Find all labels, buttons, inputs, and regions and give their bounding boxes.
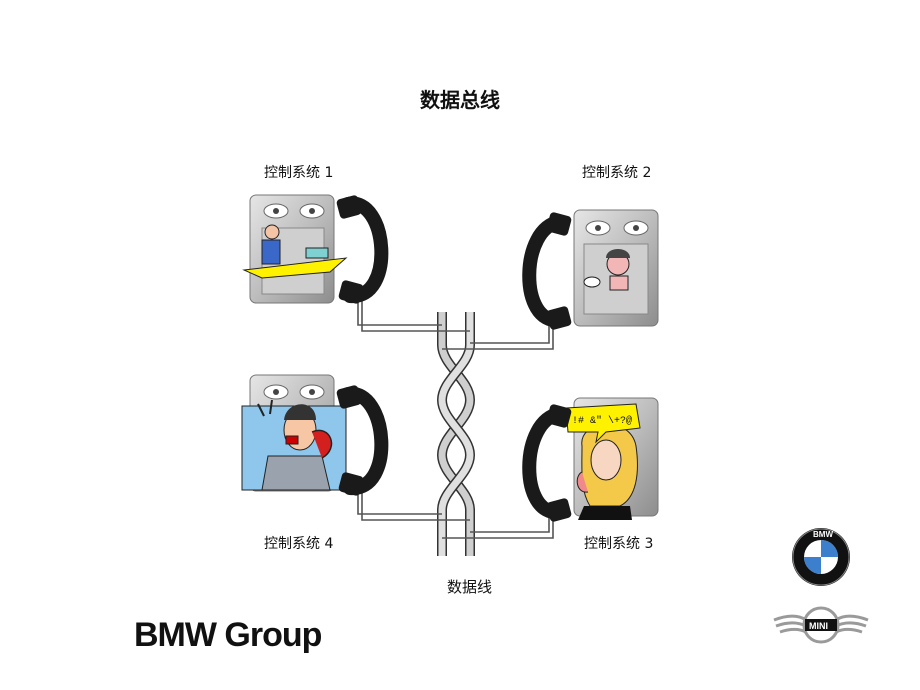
bmw-logo: BMW — [792, 528, 850, 586]
bus-label: 数据线 — [447, 578, 493, 596]
mini-logo-text: MINI — [809, 621, 828, 631]
control-unit-3: !# &" \+?@ — [565, 397, 659, 520]
diagram-title: 数据总线 — [420, 88, 500, 112]
control-unit-1 — [242, 194, 348, 304]
shouting-businessman-figure — [241, 399, 347, 491]
node-label-3: 控制系统 3 — [584, 536, 654, 552]
man-at-desk-figure — [242, 224, 348, 279]
blonde-woman-figure — [576, 423, 638, 520]
node-label-2: 控制系统 2 — [582, 165, 652, 181]
node-label-1: 控制系统 1 — [264, 165, 334, 181]
control-unit-2 — [573, 209, 659, 327]
speech-callout: !# &" \+?@ — [565, 403, 641, 444]
woman-phone-figure — [583, 249, 630, 291]
phone-handset-2 — [522, 212, 572, 330]
bmw-logo-text: BMW — [813, 530, 833, 539]
mini-logo: MINI — [773, 606, 869, 644]
control-unit-4 — [241, 374, 347, 492]
bmw-group-wordmark: BMW Group — [134, 616, 322, 654]
twisted-pair-bus — [436, 312, 476, 556]
callout-text: !# &" \+?@ — [572, 415, 632, 427]
phone-handset-3 — [522, 404, 572, 522]
node-label-4: 控制系统 4 — [264, 536, 334, 552]
phone-handset-1 — [336, 195, 389, 304]
phone-handset-4 — [336, 385, 389, 496]
